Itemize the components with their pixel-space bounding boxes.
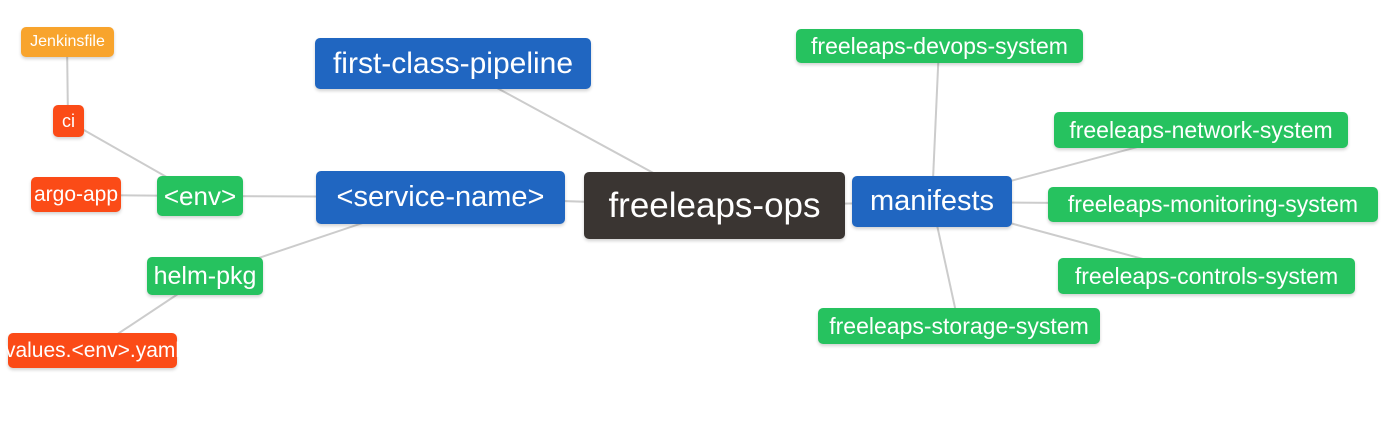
node-freeleaps-controls-system[interactable]: freeleaps-controls-system	[1058, 258, 1355, 294]
node-label: freeleaps-ops	[608, 186, 821, 225]
node-label: freeleaps-network-system	[1069, 116, 1333, 143]
node-manifests[interactable]: manifests	[852, 176, 1012, 227]
node-ci[interactable]: ci	[53, 105, 84, 137]
node-jenkinsfile[interactable]: Jenkinsfile	[21, 27, 114, 57]
node-label: first-class-pipeline	[332, 46, 574, 80]
node-label: Jenkinsfile	[30, 33, 105, 50]
node-freeleaps-ops[interactable]: freeleaps-ops	[584, 172, 845, 239]
node-service-name[interactable]: <service-name>	[316, 171, 565, 224]
node-label: freeleaps-controls-system	[1074, 262, 1339, 289]
node-env[interactable]: <env>	[157, 176, 243, 216]
node-helm-pkg[interactable]: helm-pkg	[147, 257, 263, 295]
node-label: <service-name>	[336, 181, 545, 213]
node-freeleaps-monitoring-system[interactable]: freeleaps-monitoring-system	[1048, 187, 1378, 222]
node-label: ci	[62, 111, 75, 131]
node-freeleaps-network-system[interactable]: freeleaps-network-system	[1054, 112, 1348, 148]
node-freeleaps-storage-system[interactable]: freeleaps-storage-system	[818, 308, 1100, 344]
node-label: values.<env>.yaml	[4, 339, 181, 362]
node-label: argo-app	[33, 183, 119, 206]
node-label: freeleaps-monitoring-system	[1067, 191, 1359, 217]
node-freeleaps-devops-system[interactable]: freeleaps-devops-system	[796, 29, 1083, 63]
node-label: helm-pkg	[153, 261, 257, 290]
node-label: freeleaps-storage-system	[829, 312, 1089, 339]
node-label: <env>	[163, 181, 237, 211]
node-first-class-pipeline[interactable]: first-class-pipeline	[315, 38, 591, 89]
node-label: freeleaps-devops-system	[811, 32, 1068, 59]
node-label: manifests	[869, 185, 995, 217]
node-argo-app[interactable]: argo-app	[31, 177, 121, 212]
node-values-env-yaml[interactable]: values.<env>.yaml	[4, 333, 181, 368]
